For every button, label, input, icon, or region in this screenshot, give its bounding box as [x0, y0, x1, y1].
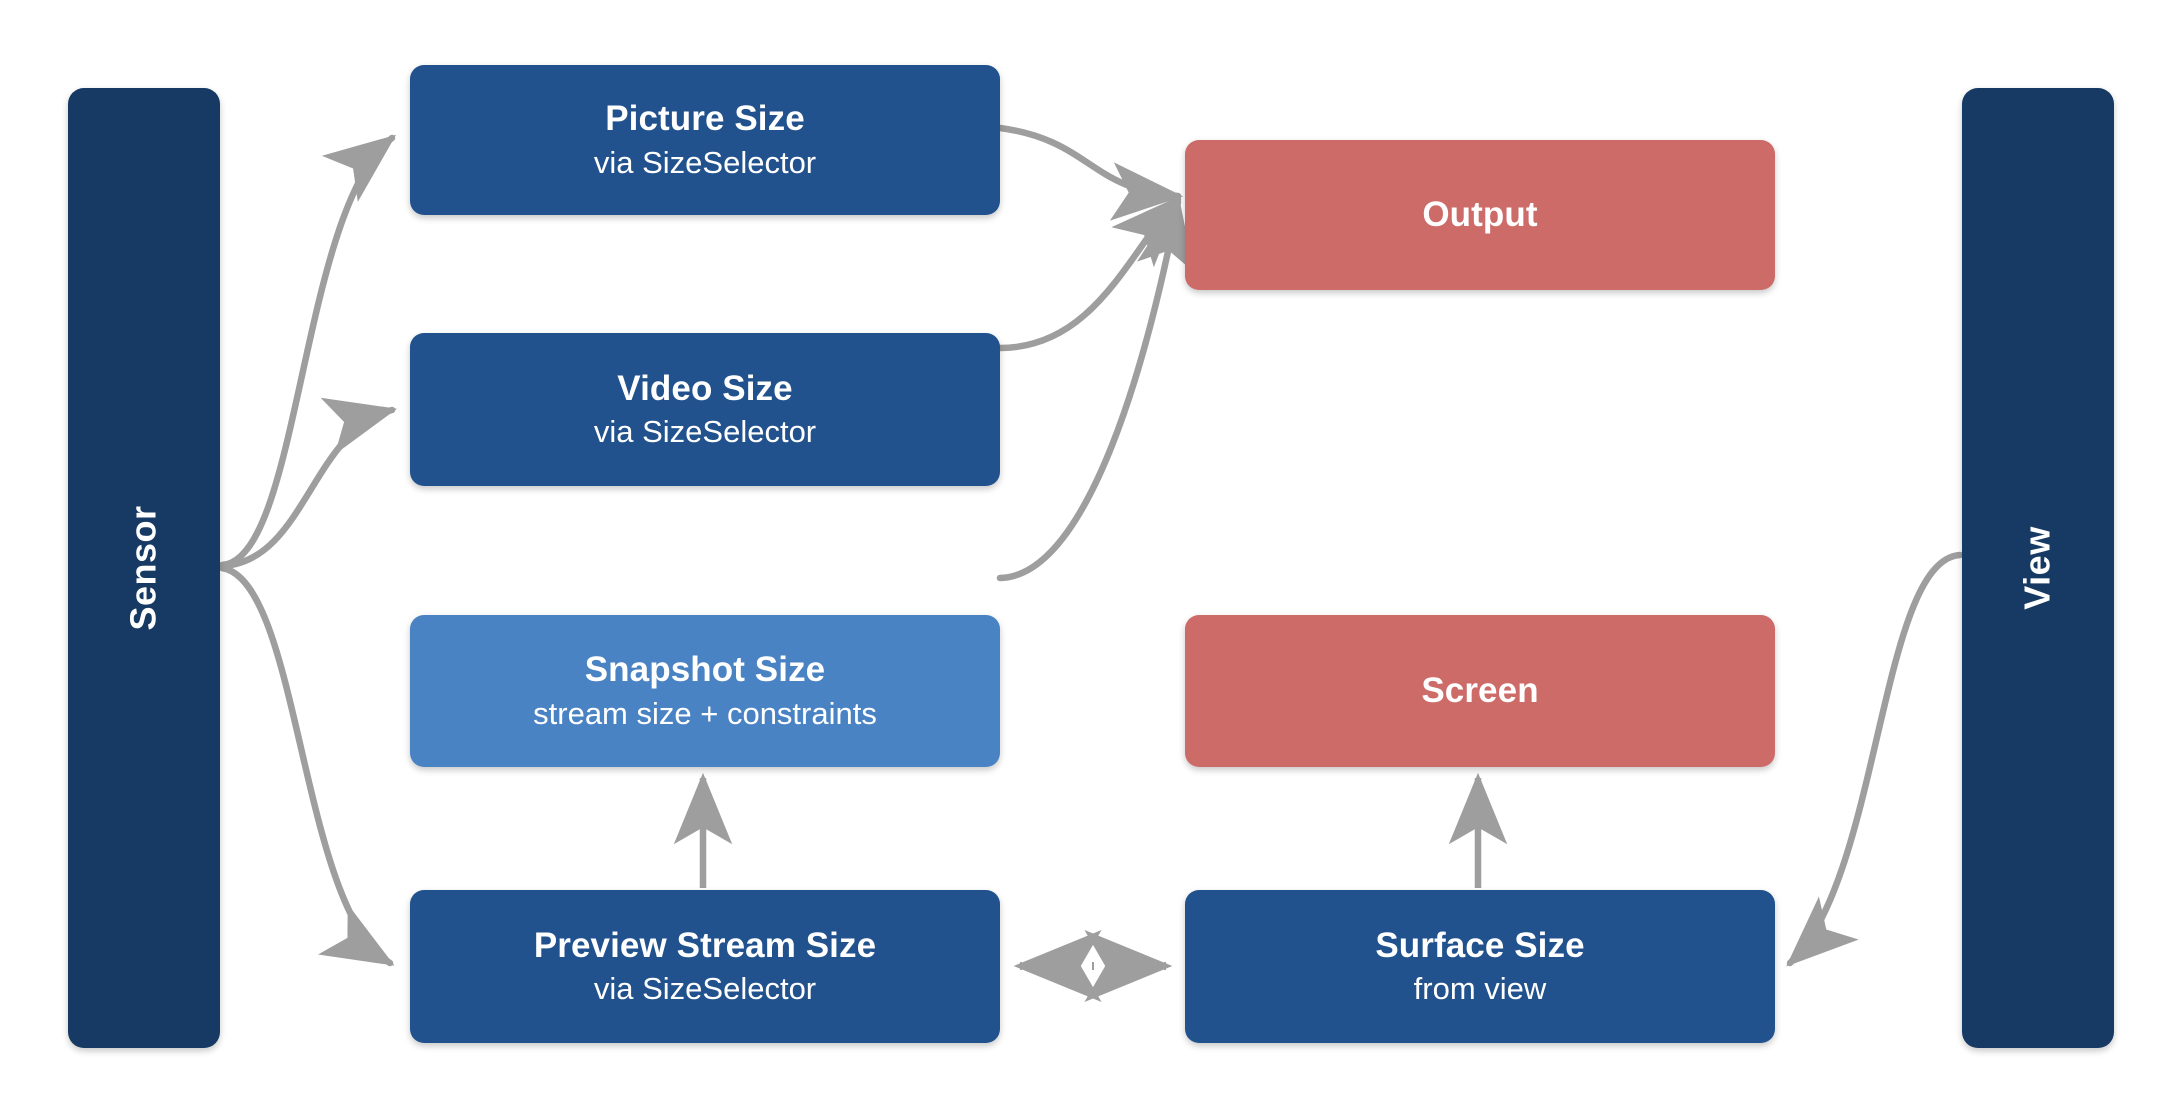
node-surface-size-subtitle: from view: [1413, 971, 1547, 1007]
edge-sensor-to-picture: [218, 134, 397, 569]
node-video-size-subtitle: via SizeSelector: [593, 414, 817, 450]
node-screen[interactable]: Screen: [1185, 615, 1775, 767]
node-snapshot-size[interactable]: Snapshot Size stream size + constraints: [410, 615, 1000, 767]
node-surface-size-title: Surface Size: [1375, 925, 1585, 965]
edge-view-to-surface: [1786, 551, 1964, 967]
edge-sensor-to-preview: [218, 564, 395, 967]
node-preview-stream-size-title: Preview Stream Size: [533, 925, 877, 965]
node-preview-stream-size[interactable]: Preview Stream Size via SizeSelector: [410, 890, 1000, 1043]
node-picture-size-title: Picture Size: [605, 99, 805, 139]
node-picture-size[interactable]: Picture Size via SizeSelector: [410, 65, 1000, 215]
node-snapshot-size-title: Snapshot Size: [584, 650, 826, 690]
node-output-title: Output: [1422, 194, 1538, 234]
node-video-size[interactable]: Video Size via SizeSelector: [410, 333, 1000, 486]
edge-video-to-output: [996, 195, 1182, 352]
node-snapshot-size-subtitle: stream size + constraints: [533, 695, 877, 731]
edge-picture-to-output: [996, 124, 1184, 221]
node-preview-stream-size-subtitle: via SizeSelector: [593, 971, 817, 1007]
node-video-size-title: Video Size: [617, 368, 793, 408]
lane-view-label: View: [2016, 526, 2058, 610]
node-output[interactable]: Output: [1185, 140, 1775, 290]
lane-view[interactable]: View: [1962, 88, 2114, 1048]
lane-sensor[interactable]: Sensor: [68, 88, 220, 1048]
node-screen-title: Screen: [1421, 670, 1539, 710]
lane-sensor-label: Sensor: [122, 505, 164, 631]
edge-snapshot-to-output: [996, 196, 1195, 582]
edge-sensor-to-video: [218, 397, 398, 570]
node-picture-size-subtitle: via SizeSelector: [593, 144, 817, 180]
node-surface-size[interactable]: Surface Size from view: [1185, 890, 1775, 1043]
